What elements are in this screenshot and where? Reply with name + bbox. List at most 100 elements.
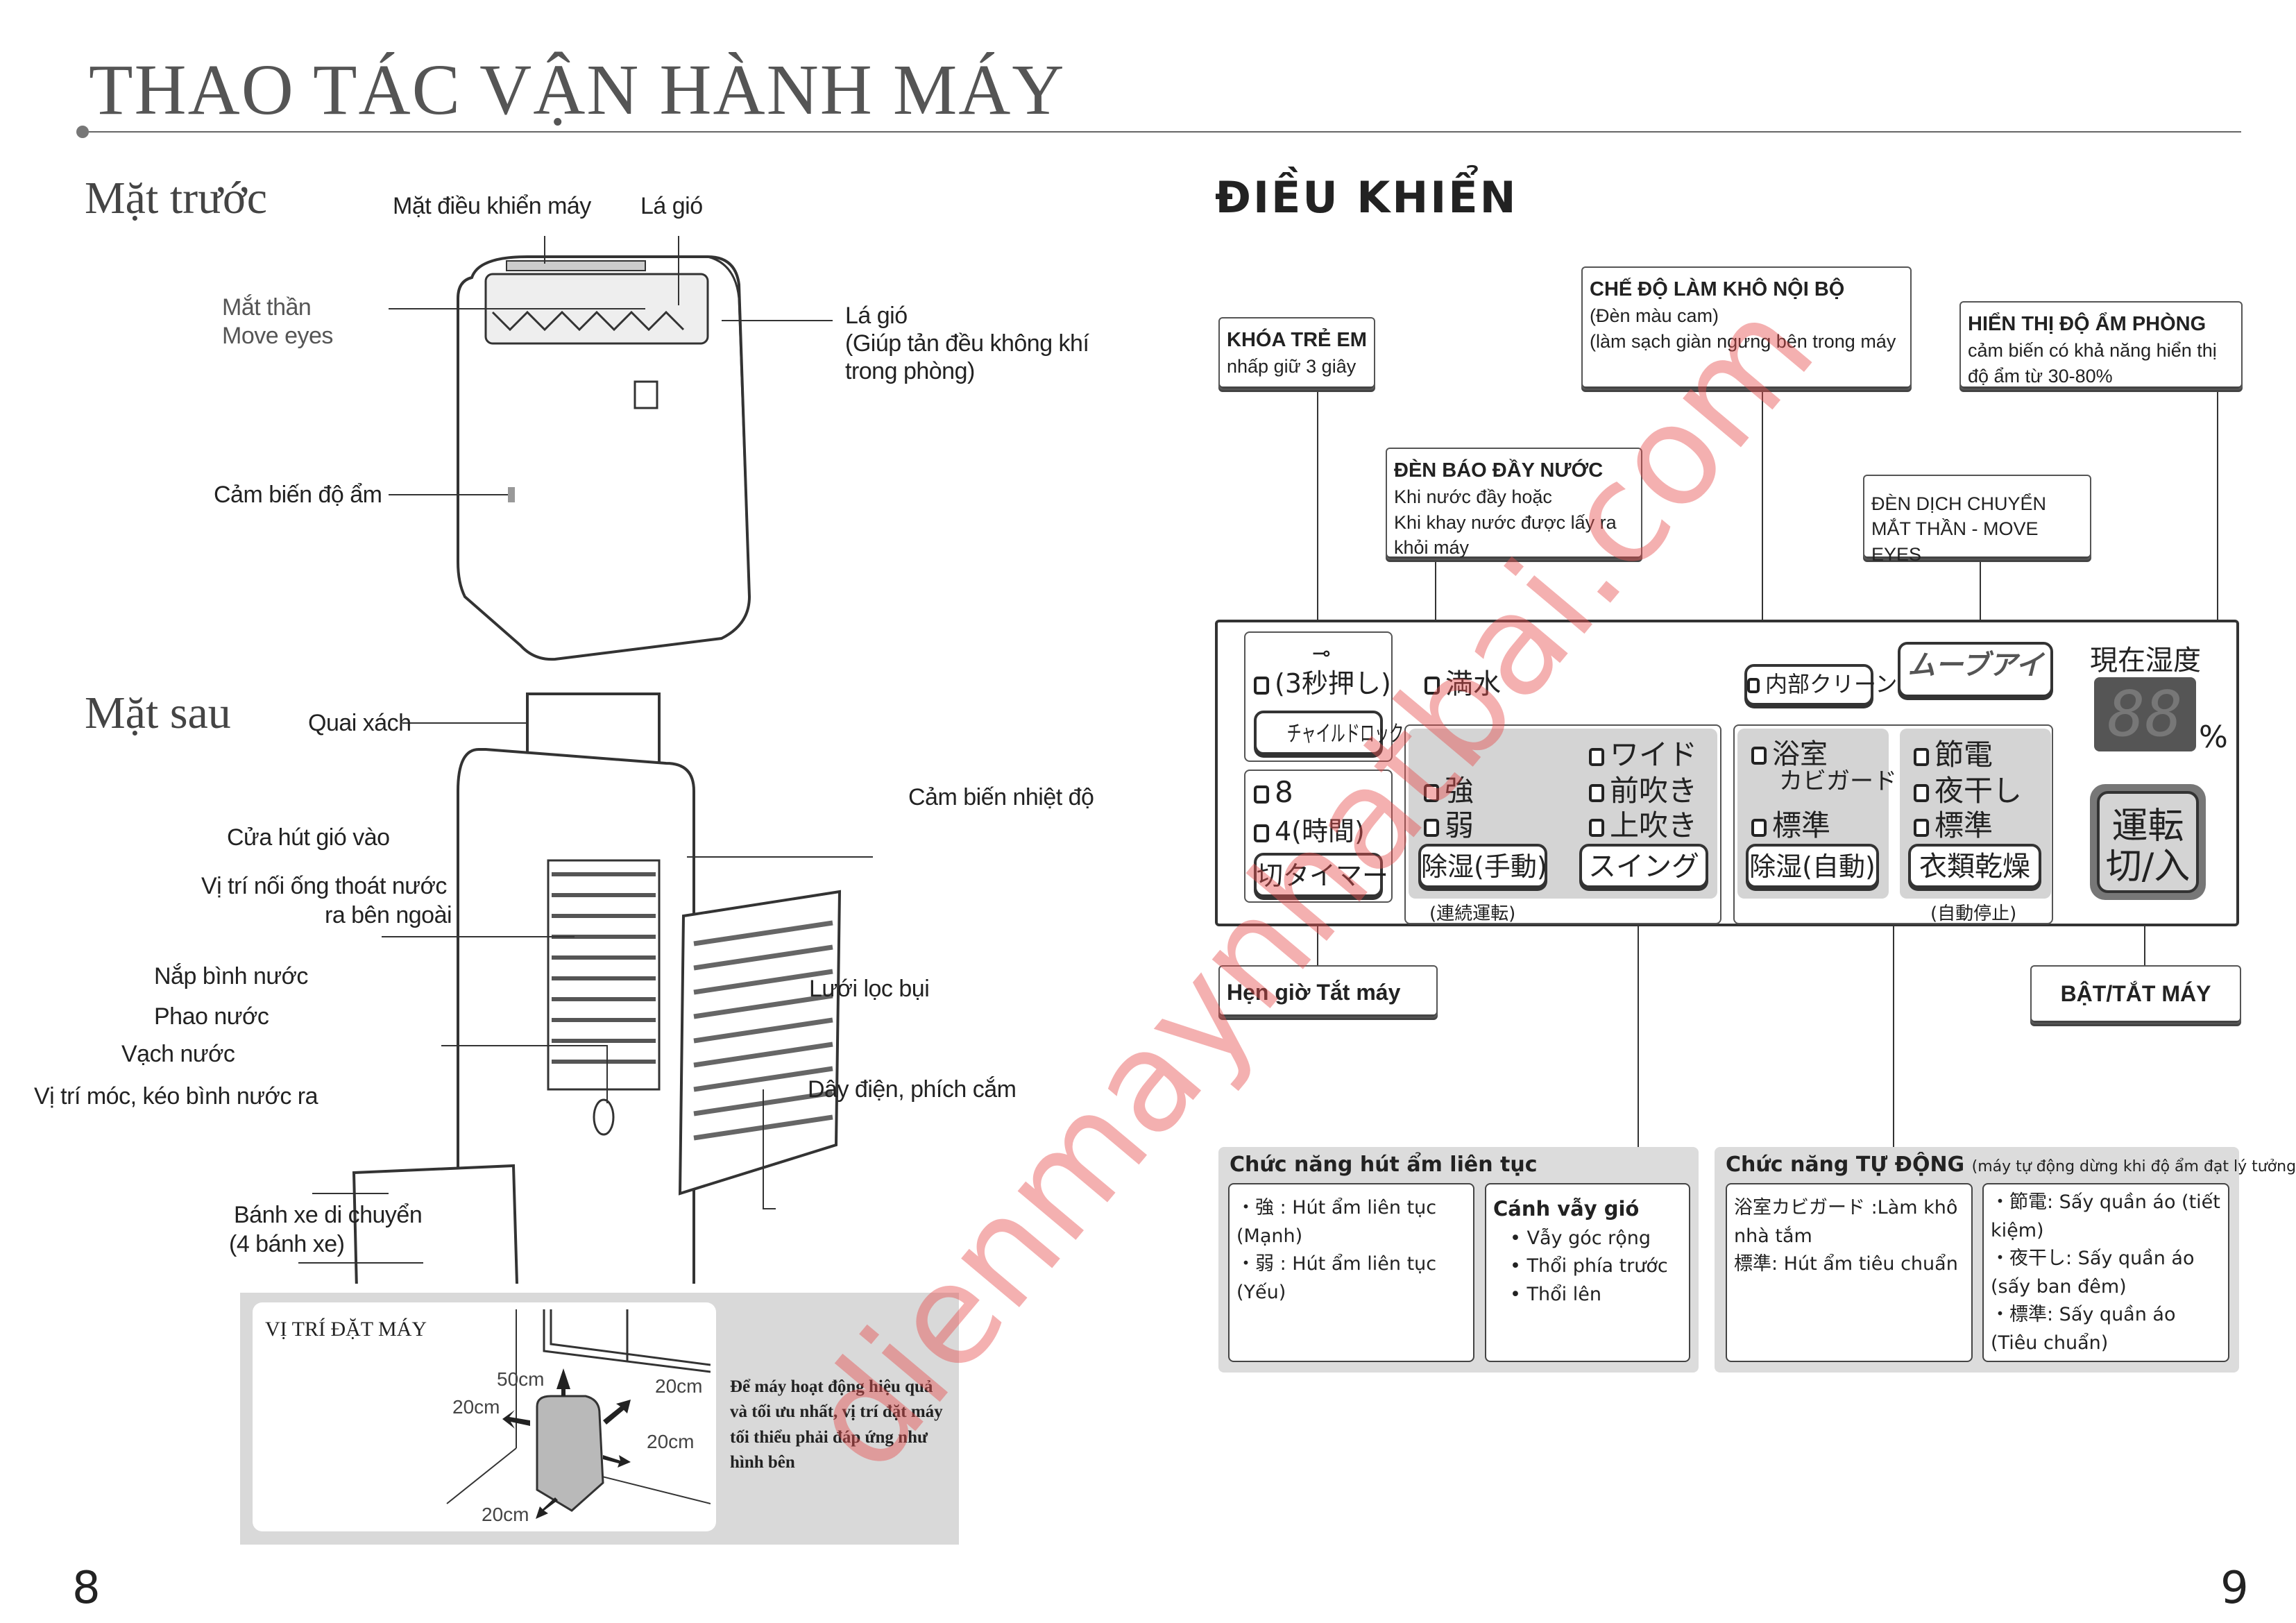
callout-internal-dry: CHẾ ĐỘ LÀM KHÔ NỘI BỘ (Đèn màu cam) (làm… (1581, 266, 1912, 390)
callout-timer: Hẹn giờ Tắt máy (1218, 965, 1438, 1018)
fn-item: ・夜干し: Sấy quần áo (sấy ban đêm) (1991, 1248, 2195, 1298)
fn-item: 浴室カビガード :Làm khô nhà tắm (1734, 1197, 1958, 1247)
fn-item: ・弱 : Hút ẩm liên tục (Yếu) (1236, 1253, 1437, 1303)
label-louver-top: Lá gió (640, 193, 703, 219)
mode-bath-2: カビガード (1779, 767, 1897, 795)
placement-section: VỊ TRÍ ĐẶT MÁY 50cm 20cm 20cm 20cm 20cm … (240, 1293, 959, 1545)
internal-clean-label: 内部クリーン (1765, 671, 1898, 697)
swing-button[interactable]: スイング (1579, 844, 1708, 888)
callout-child-lock: KHÓA TRẺ EM nhấp giữ 3 giây (1218, 317, 1375, 390)
fn-item-text: Vẫy góc rộng (1527, 1227, 1651, 1249)
child-lock-label: チャイルドロック (1286, 720, 1404, 747)
mode-bath: 浴室 (1751, 731, 1828, 772)
connector (1638, 923, 1639, 1148)
power-label-2: 切/入 (2105, 846, 2191, 887)
off-timer-button[interactable]: 切タイマー (1254, 853, 1388, 897)
callout-move-eyes: ĐÈN DỊCH CHUYỂN MẮT THẦN - MOVE EYES (1863, 475, 2091, 565)
continuous-functions: Chức năng hút ẩm liên tục ・強 : Hút ẩm li… (1218, 1147, 1699, 1373)
swing-wide: ワイド (1589, 731, 1697, 774)
callout-title: ĐÈN BÁO ĐẦY NƯỚC (1394, 459, 1604, 482)
callout-title: Hẹn giờ Tắt máy (1227, 980, 1401, 1005)
led-strong (1424, 783, 1439, 802)
connector (1893, 923, 1894, 1148)
label-control-panel: Mặt điều khiển máy (393, 193, 591, 219)
fn-item: ・強 : Hút ẩm liên tục (Mạnh) (1236, 1197, 1437, 1247)
led-night (1914, 783, 1929, 802)
dist-left: 20cm (452, 1396, 500, 1418)
auto-title-text: Chức năng TỰ ĐỘNG (1726, 1153, 1965, 1177)
power-button[interactable]: 運転 切/入 (2090, 784, 2206, 900)
laundry-dry-button[interactable]: 衣類乾燥 (1908, 844, 2041, 888)
dist-top: 50cm (497, 1368, 545, 1390)
lock-hint-text: (3秒押し) (1275, 668, 1391, 699)
callout-title: KHÓA TRẺ EM (1227, 329, 1367, 351)
callout-title: CHẾ ĐỘ LÀM KHÔ NỘI BỘ (1590, 278, 1845, 300)
label-move-eyes-2: Move eyes (222, 323, 333, 349)
key-icon: ⊸ (1312, 640, 1331, 666)
page-number-left: 8 (72, 1563, 101, 1614)
led-timer-4 (1254, 824, 1269, 842)
front-unit-illustration (389, 236, 833, 661)
led-child-lock (1254, 676, 1269, 695)
dist-right: 20cm (647, 1431, 695, 1452)
label-louver-2: (Giúp tản đều không khí (845, 330, 1089, 357)
label-cord: Dây điện, phích cắm (808, 1076, 1017, 1103)
label-filter: Lưới lọc bụi (809, 976, 930, 1002)
auto-col1: 浴室カビガード :Làm khô nhà tắm 標準: Hút ẩm tiêu… (1726, 1183, 1973, 1362)
label-louver-3: trong phòng) (845, 358, 975, 384)
callout-text: cảm biến có khả năng hiển thị độ ẩm từ 3… (1968, 340, 2217, 386)
move-eye-button[interactable]: ムーブアイ (1898, 642, 2053, 697)
led-front (1589, 783, 1604, 802)
manual-dehumidify-button[interactable]: 除湿(手動) (1418, 844, 1547, 888)
child-lock-button[interactable]: チャイルドロック (1254, 711, 1404, 755)
callout-text: ĐÈN DỊCH CHUYỂN MẮT THẦN - MOVE EYES (1871, 493, 2047, 565)
connector (1317, 902, 1318, 966)
connector (2144, 888, 2145, 966)
water-full-indicator: 満水 (1425, 661, 1501, 702)
control-panel: ⊸ (3秒押し) チャイルドロック 満水 内部クリーン ムーブアイ 現在湿度 8… (1215, 620, 2239, 926)
auto-functions: Chức năng TỰ ĐỘNG (máy tự động dừng khi … (1715, 1147, 2296, 1373)
label-tank-lid: Nắp bình nước (154, 963, 308, 989)
label-handle: Quai xách (308, 710, 411, 736)
timer-4-label: 4(時間) (1275, 816, 1365, 847)
led-weak (1424, 818, 1439, 837)
callout-text: nhấp giữ 3 giây (1227, 356, 1357, 377)
mode-strong: 強 (1424, 767, 1474, 810)
controls-heading: ĐIỀU KHIỂN (1215, 172, 1518, 223)
label-move-eyes-1: Mắt thần (222, 294, 312, 321)
dist-front: 20cm (482, 1504, 529, 1525)
weak-label: 弱 (1445, 808, 1474, 842)
label-tank-hook: Vị trí móc, kéo bình nước ra (34, 1083, 318, 1110)
mode-night: 夜干し (1914, 767, 2022, 810)
mode-eco: 節電 (1914, 731, 1993, 774)
connector (1317, 390, 1318, 647)
label-temp-sensor: Cảm biến nhiệt độ (908, 784, 1094, 810)
dist-right-back: 20cm (655, 1375, 703, 1397)
led-eco (1914, 747, 1929, 766)
timer-8: 8 (1254, 775, 1293, 809)
connector (2217, 390, 2218, 692)
label-louver-1: Lá gió (845, 303, 908, 329)
callout-power: BẬT/TẮT MÁY (2030, 965, 2241, 1024)
timer-group: 8 4(時間) 切タイマー (1244, 770, 1393, 903)
continuous-col1: ・強 : Hút ẩm liên tục (Mạnh) ・弱 : Hút ẩm … (1228, 1183, 1474, 1362)
humidity-display: 88 (2094, 677, 2196, 751)
up-label: 上吹き (1610, 808, 1698, 842)
placement-note: Để máy hoạt động hiệu quả và tối ưu nhất… (730, 1377, 943, 1472)
auto-dehumidify-button[interactable]: 除湿(自動) (1746, 844, 1879, 888)
water-full-label: 満水 (1445, 668, 1501, 700)
bath-label: 浴室 (1772, 738, 1828, 770)
power-button-face[interactable]: 運転 切/入 (2097, 791, 2199, 893)
fn-item: ・標準: Sấy quần áo (Tiêu chuẩn) (1991, 1304, 2176, 1354)
fn-item-text: Thổi lên (1527, 1283, 1601, 1305)
placement-title: VỊ TRÍ ĐẶT MÁY (265, 1318, 427, 1341)
callout-text: (Đèn màu cam) (1590, 305, 1719, 327)
timer-4: 4(時間) (1254, 810, 1365, 848)
page-title: THAO TÁC VẬN HÀNH MÁY (89, 50, 1066, 130)
continuous-title: Chức năng hút ẩm liên tục (1230, 1153, 1538, 1177)
label-wheels-1: Bánh xe di chuyển (234, 1202, 423, 1228)
standard-laundry-label: 標準 (1934, 808, 1993, 842)
connector (1980, 560, 1981, 642)
internal-clean-button[interactable]: 内部クリーン (1744, 664, 1897, 706)
callout-text: Khi khay nước được lấy ra khỏi máy (1394, 511, 1617, 559)
